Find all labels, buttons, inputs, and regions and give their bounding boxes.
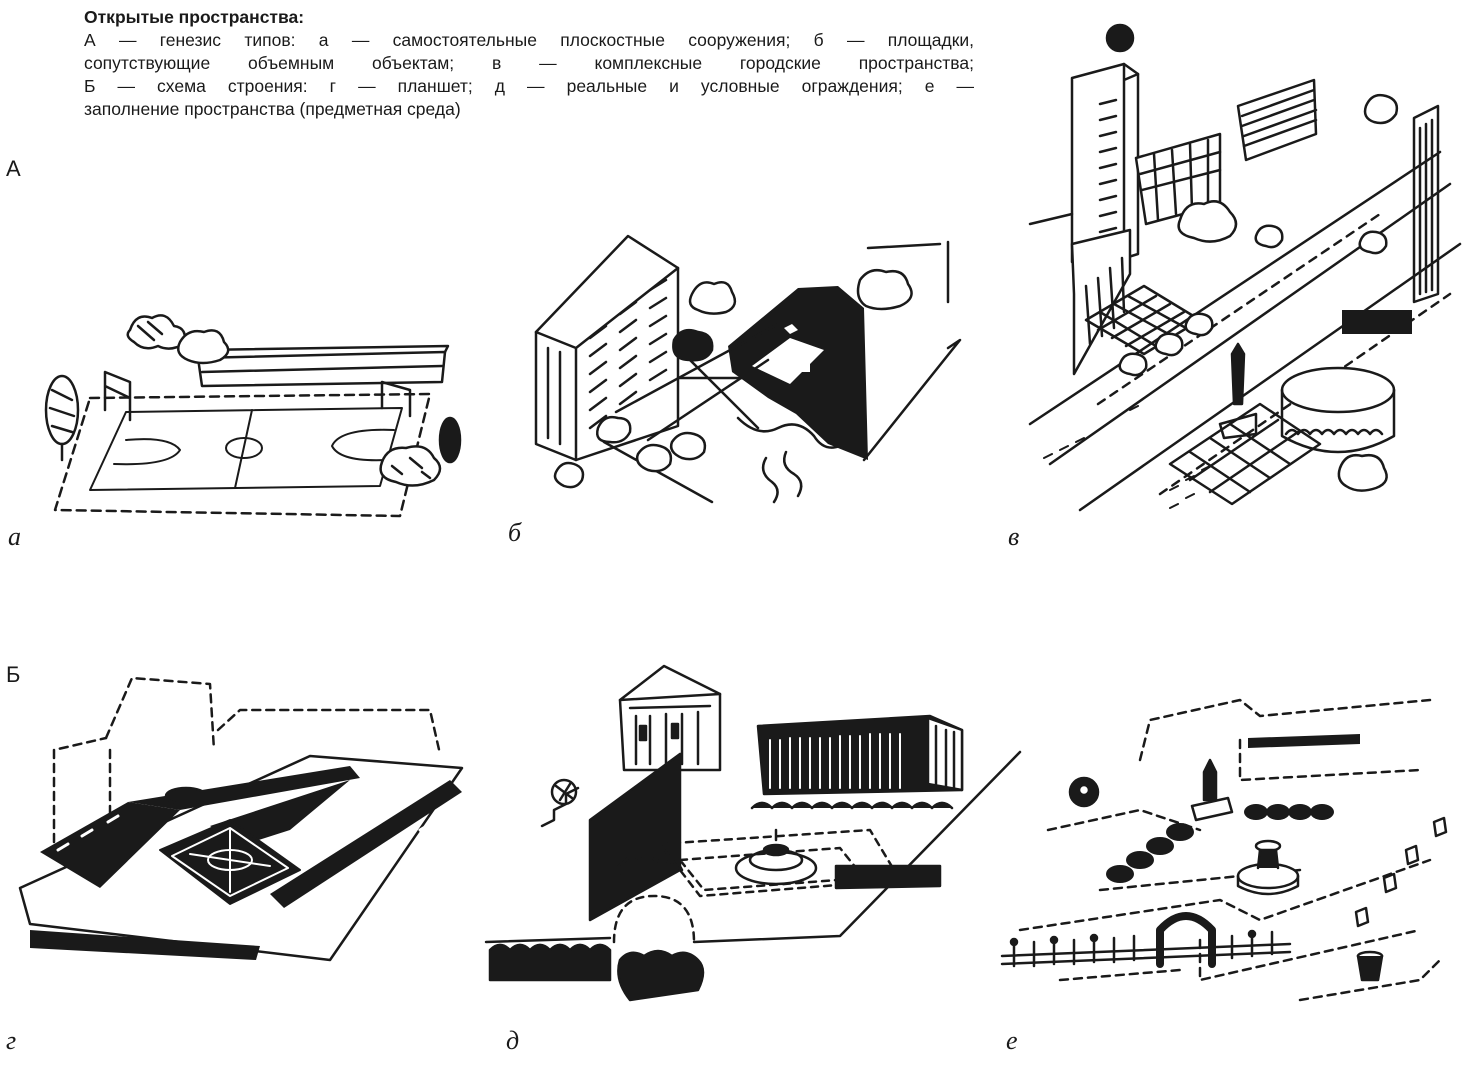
ground-lines — [484, 750, 1022, 944]
panel-e-drawing — [1000, 698, 1448, 1002]
fountain-bowl — [1236, 839, 1300, 896]
slab-block-back — [1236, 78, 1318, 162]
rotunda — [1280, 366, 1396, 454]
fountain — [734, 828, 818, 886]
figure-caption: Открытые пространства: А — генезис типов… — [84, 6, 974, 121]
roads — [30, 766, 462, 960]
tower-right — [1412, 104, 1440, 304]
dark-bars — [1342, 310, 1412, 334]
classical-building — [618, 664, 722, 772]
panel-g-drawing — [18, 676, 464, 962]
tree-symbol — [550, 778, 578, 806]
caption-line-4: заполнение пространства (предметная сред… — [84, 99, 461, 119]
section-label-a: А — [6, 156, 21, 181]
litter-bin — [1356, 950, 1384, 982]
bench — [196, 344, 450, 388]
goal-post-left — [103, 370, 132, 422]
statue — [1190, 758, 1234, 822]
panel-a-drawing — [44, 314, 462, 518]
hedge-row — [616, 801, 954, 878]
monument — [1218, 342, 1258, 440]
paths — [602, 240, 962, 504]
panel-v-drawing — [1028, 23, 1462, 512]
court-boundary — [53, 392, 432, 518]
panel-label-g: г — [6, 1026, 17, 1055]
round-object — [1068, 776, 1100, 808]
panel-d-drawing — [484, 664, 1022, 1002]
caption-line-1: А — генезис типов: а — самостоятельные п… — [84, 30, 974, 50]
panel-label-d: д — [506, 1026, 520, 1055]
trees — [553, 269, 913, 489]
caption-title: Открытые пространства: — [84, 7, 305, 27]
oval-pond — [164, 786, 208, 806]
white-dashes — [56, 814, 432, 914]
court-lines — [89, 407, 403, 491]
cars — [1043, 405, 1211, 509]
arch-gate — [1156, 912, 1216, 968]
fence — [1000, 929, 1292, 968]
panel-label-e: е — [1006, 1026, 1018, 1055]
dark-hedge-bottom — [488, 943, 705, 1002]
square-inner-white — [752, 324, 824, 384]
bushes-right — [379, 416, 462, 487]
caption-line-3: Б — схема строения: г — планшет; д — реа… — [84, 76, 974, 96]
pattern-square — [159, 819, 301, 905]
section-label-b: Б — [6, 662, 21, 687]
low-building-left — [1028, 212, 1132, 376]
panel-label-a: а — [8, 522, 21, 551]
bushes-back — [126, 314, 230, 365]
caption-line-2: сопутствующие объемным объектам; в — ком… — [84, 53, 974, 73]
panel-label-b: б — [508, 518, 522, 547]
bench-rows — [1106, 804, 1334, 883]
panel-label-v: в — [1008, 522, 1020, 551]
colonnade — [756, 714, 964, 796]
apartment-block — [534, 234, 680, 462]
panel-b-drawing — [534, 234, 962, 504]
goal-post-right — [380, 380, 412, 418]
lamp-posts — [1354, 816, 1448, 928]
dark-band — [1248, 734, 1360, 748]
trees-row — [1118, 93, 1399, 492]
tree-left — [44, 374, 80, 462]
tower-left — [1070, 23, 1140, 272]
